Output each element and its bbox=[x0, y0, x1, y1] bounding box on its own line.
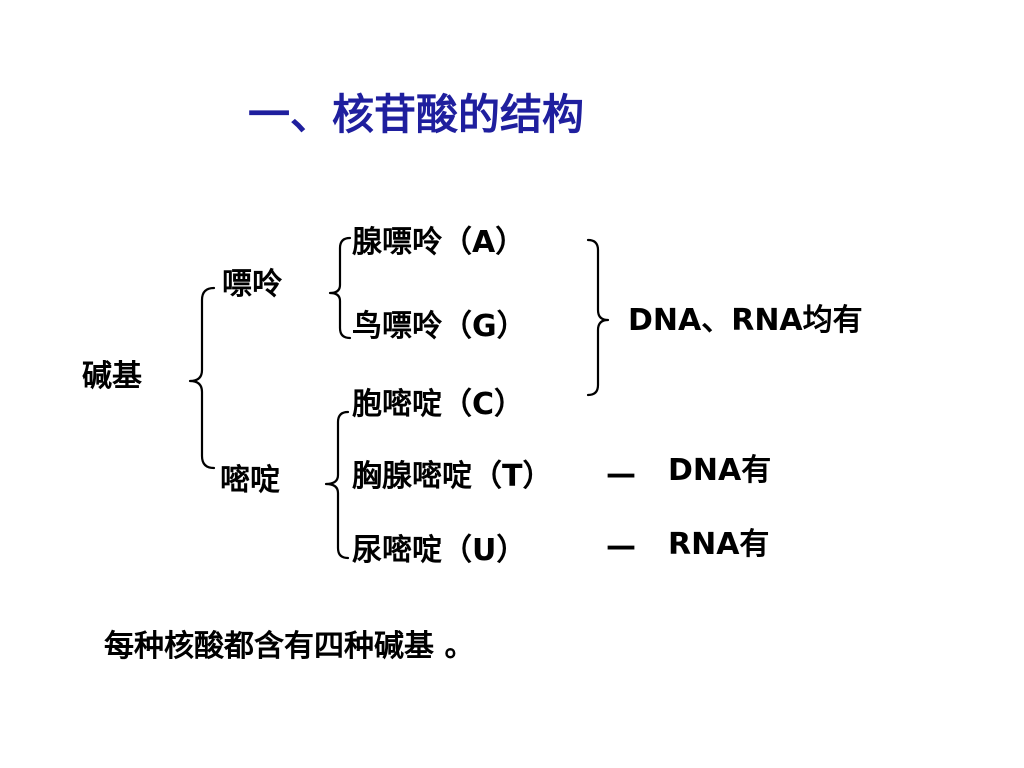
brace-common bbox=[586, 238, 610, 397]
root-label: 碱基 bbox=[82, 359, 142, 394]
dash-thymine: — bbox=[606, 457, 636, 492]
brace-base bbox=[188, 286, 216, 470]
footnote: 每种核酸都含有四种碱基 。 bbox=[104, 629, 475, 664]
brace-purine bbox=[328, 236, 352, 340]
pyrimidine-label: 嘧啶 bbox=[220, 463, 280, 498]
base-adenine: 腺嘌呤（A） bbox=[352, 225, 526, 260]
annotation-common: DNA、RNA均有 bbox=[628, 303, 863, 338]
base-guanine: 鸟嘌呤（G） bbox=[352, 309, 527, 344]
base-thymine: 胸腺嘧啶（T） bbox=[352, 459, 553, 494]
page-title: 一、核苷酸的结构 bbox=[248, 90, 585, 139]
purine-label: 嘌呤 bbox=[222, 267, 282, 302]
base-cytosine: 胞嘧啶（C） bbox=[352, 387, 525, 422]
dash-uracil: — bbox=[606, 529, 636, 564]
annotation-dna-only: DNA有 bbox=[668, 453, 772, 488]
brace-pyrimidine bbox=[324, 410, 350, 560]
base-uracil: 尿嘧啶（U） bbox=[352, 533, 527, 568]
annotation-rna-only: RNA有 bbox=[668, 527, 770, 562]
